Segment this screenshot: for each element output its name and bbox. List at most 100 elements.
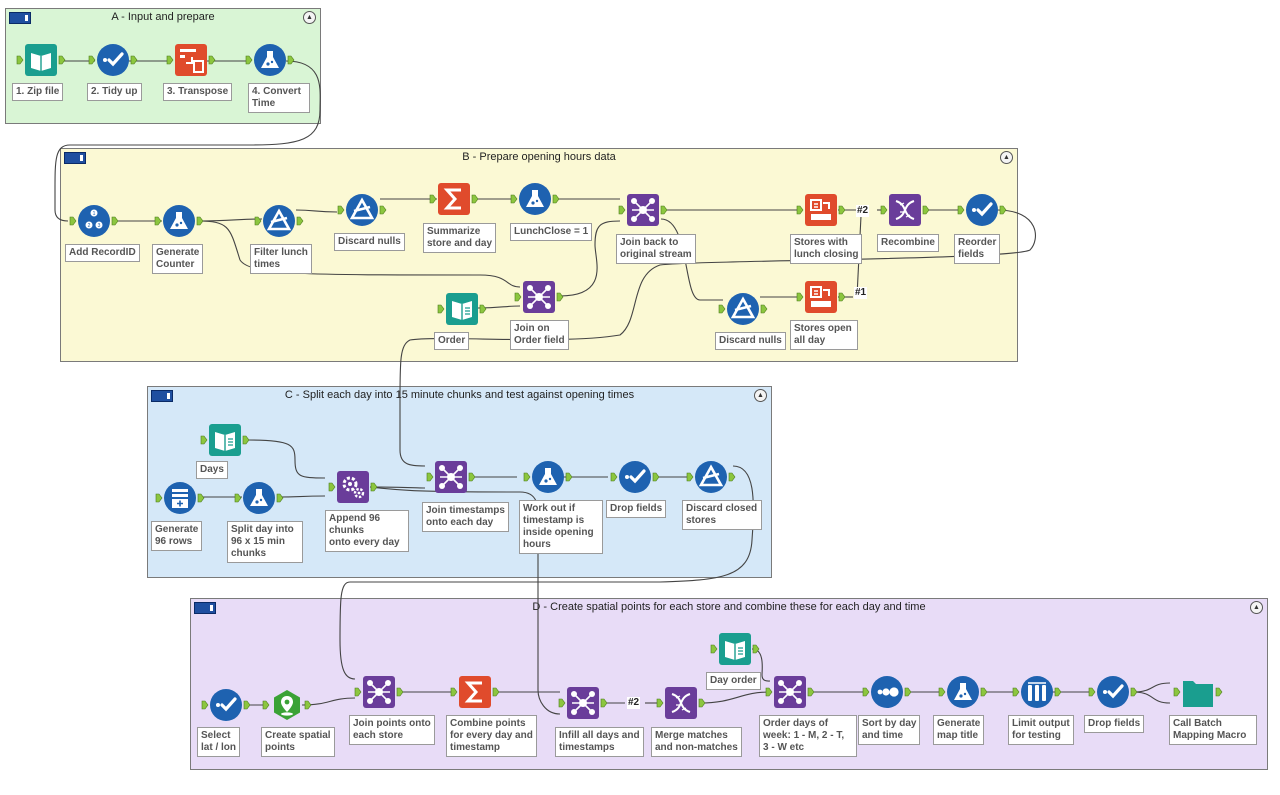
connection-anchor[interactable] — [980, 687, 988, 697]
connection-anchor[interactable] — [880, 205, 888, 215]
connection-anchor[interactable] — [1173, 687, 1181, 697]
tool-batch-macro[interactable] — [1181, 675, 1215, 709]
connection-anchor[interactable] — [523, 472, 531, 482]
connection-anchor[interactable] — [938, 687, 946, 697]
collapse-icon[interactable]: ▲ — [303, 11, 316, 24]
connection-anchor[interactable] — [429, 194, 437, 204]
connection-anchor[interactable] — [686, 472, 694, 482]
connection-anchor[interactable] — [304, 700, 312, 710]
connection-anchor[interactable] — [838, 205, 846, 215]
container-d-header[interactable]: D - Create spatial points for each store… — [191, 599, 1267, 615]
connection-anchor[interactable] — [276, 493, 284, 503]
connection-anchor[interactable] — [437, 304, 445, 314]
connection-anchor[interactable] — [379, 205, 387, 215]
connection-anchor[interactable] — [660, 205, 668, 215]
connection-anchor[interactable] — [166, 55, 174, 65]
container-c-header[interactable]: C - Split each day into 15 minute chunks… — [148, 387, 771, 403]
tool-tidy-up[interactable] — [96, 43, 130, 77]
connection-anchor[interactable] — [243, 700, 251, 710]
connection-anchor[interactable] — [765, 687, 773, 697]
collapse-icon[interactable]: ▲ — [1000, 151, 1013, 164]
connection-anchor[interactable] — [450, 687, 458, 697]
tool-stores-open[interactable] — [804, 280, 838, 314]
connection-anchor[interactable] — [922, 205, 930, 215]
connection-anchor[interactable] — [196, 216, 204, 226]
connection-anchor[interactable] — [510, 194, 518, 204]
tool-join-order[interactable] — [522, 280, 556, 314]
connection-anchor[interactable] — [558, 698, 566, 708]
connection-anchor[interactable] — [471, 194, 479, 204]
collapse-icon[interactable]: ▲ — [1250, 601, 1263, 614]
connection-anchor[interactable] — [287, 55, 295, 65]
tool-join-timestamps[interactable] — [434, 460, 468, 494]
connection-anchor[interactable] — [111, 216, 119, 226]
connection-anchor[interactable] — [88, 55, 96, 65]
connection-anchor[interactable] — [610, 472, 618, 482]
connection-anchor[interactable] — [957, 205, 965, 215]
tool-discard-closed[interactable] — [694, 460, 728, 494]
connection-anchor[interactable] — [796, 205, 804, 215]
connection-anchor[interactable] — [862, 687, 870, 697]
tool-select-latlon[interactable] — [209, 688, 243, 722]
connection-anchor[interactable] — [154, 216, 162, 226]
connection-anchor[interactable] — [1130, 687, 1138, 697]
container-b-header[interactable]: B - Prepare opening hours data ▲ — [61, 149, 1017, 165]
connection-anchor[interactable] — [245, 55, 253, 65]
connection-anchor[interactable] — [262, 700, 270, 710]
connection-anchor[interactable] — [698, 698, 706, 708]
collapse-icon[interactable]: ▲ — [754, 389, 767, 402]
connection-anchor[interactable] — [1215, 687, 1223, 697]
connection-anchor[interactable] — [760, 304, 768, 314]
tool-zip-file[interactable] — [24, 43, 58, 77]
connection-anchor[interactable] — [556, 292, 564, 302]
connection-anchor[interactable] — [1088, 687, 1096, 697]
connection-anchor[interactable] — [718, 304, 726, 314]
connection-anchor[interactable] — [16, 55, 24, 65]
connection-anchor[interactable] — [710, 644, 718, 654]
connection-anchor[interactable] — [296, 216, 304, 226]
connection-anchor[interactable] — [208, 55, 216, 65]
tool-merge[interactable] — [664, 686, 698, 720]
connection-anchor[interactable] — [468, 472, 476, 482]
tool-limit[interactable] — [1020, 675, 1054, 709]
tool-order-days[interactable] — [773, 675, 807, 709]
tool-discard-nulls-1[interactable] — [345, 193, 379, 227]
connection-anchor[interactable] — [1054, 687, 1062, 697]
tool-lunchclose[interactable] — [518, 182, 552, 216]
container-a-header[interactable]: A - Input and prepare ▲ — [6, 9, 320, 25]
connection-anchor[interactable] — [254, 216, 262, 226]
connection-anchor[interactable] — [58, 55, 66, 65]
tool-drop-fields-d[interactable] — [1096, 675, 1130, 709]
tool-drop-fields-c[interactable] — [618, 460, 652, 494]
connection-anchor[interactable] — [618, 205, 626, 215]
connection-anchor[interactable] — [155, 493, 163, 503]
connection-anchor[interactable] — [514, 292, 522, 302]
connection-anchor[interactable] — [652, 472, 660, 482]
connection-anchor[interactable] — [426, 472, 434, 482]
tool-discard-nulls-2[interactable] — [726, 292, 760, 326]
tool-join-points[interactable] — [362, 675, 396, 709]
tool-convert-time[interactable] — [253, 43, 287, 77]
connection-anchor[interactable] — [728, 472, 736, 482]
tool-map-title[interactable] — [946, 675, 980, 709]
connection-anchor[interactable] — [328, 482, 336, 492]
connection-anchor[interactable] — [752, 644, 760, 654]
connection-anchor[interactable] — [242, 435, 250, 445]
tool-transpose[interactable] — [174, 43, 208, 77]
connection-anchor[interactable] — [796, 292, 804, 302]
tool-recombine[interactable] — [888, 193, 922, 227]
tool-infill[interactable] — [566, 686, 600, 720]
connection-anchor[interactable] — [200, 435, 208, 445]
tool-split-day[interactable] — [242, 481, 276, 515]
connection-anchor[interactable] — [197, 493, 205, 503]
connection-anchor[interactable] — [130, 55, 138, 65]
connection-anchor[interactable] — [479, 304, 487, 314]
connection-anchor[interactable] — [354, 687, 362, 697]
tool-combine-points[interactable] — [458, 675, 492, 709]
connection-anchor[interactable] — [1012, 687, 1020, 697]
tool-generate-96[interactable] — [163, 481, 197, 515]
connection-anchor[interactable] — [552, 194, 560, 204]
tool-stores-lunch[interactable] — [804, 193, 838, 227]
connection-anchor[interactable] — [807, 687, 815, 697]
